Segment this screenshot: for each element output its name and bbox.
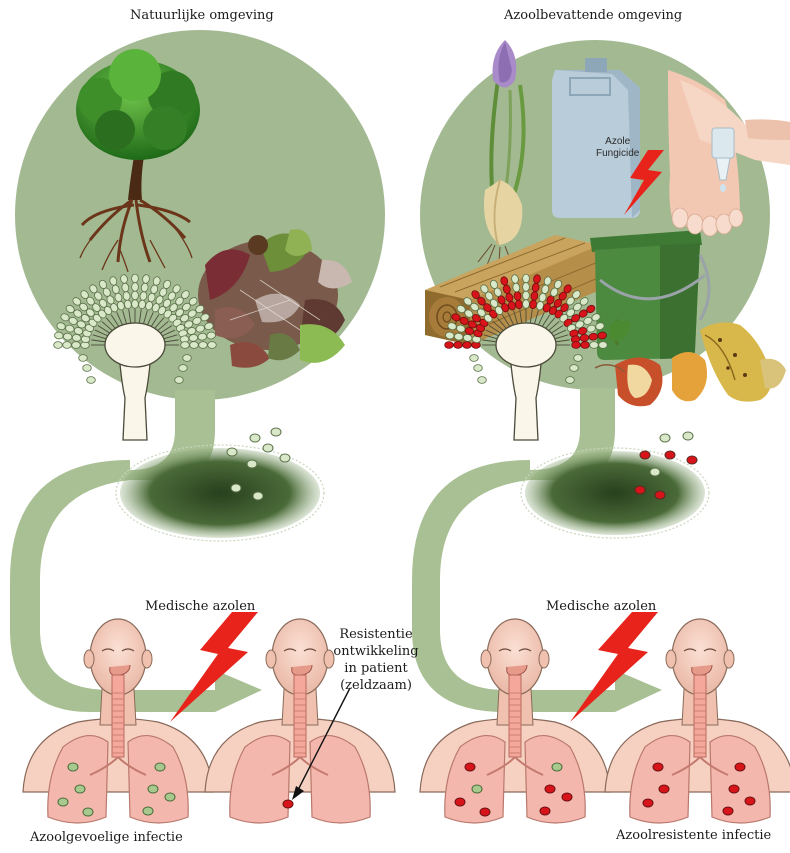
compost-bin-illustration xyxy=(590,230,709,360)
foot-dropper-illustration xyxy=(668,70,790,236)
jerrycan-label-line1: Azole xyxy=(596,136,639,148)
natural-environment-label: Natuurlijke omgeving xyxy=(130,8,274,23)
fungal-colony-right xyxy=(521,448,709,538)
fungal-colony-left xyxy=(116,445,324,541)
susceptible-infection-caption: Azoolgevoelige infectie xyxy=(30,830,183,845)
medical-azoles-label-left: Medische azolen xyxy=(145,599,255,614)
azole-environment-label: Azoolbevattende omgeving xyxy=(504,8,682,23)
resistant-infection-caption: Azoolresistente infectie xyxy=(616,828,771,843)
jerrycan-label-line2: Fungicide xyxy=(596,148,639,160)
resistance-development-label: Resistentie ontwikkeling in patient (zel… xyxy=(330,626,422,694)
medical-azoles-label-right: Medische azolen xyxy=(546,599,656,614)
jerrycan-label: Azole Fungicide xyxy=(596,136,639,160)
